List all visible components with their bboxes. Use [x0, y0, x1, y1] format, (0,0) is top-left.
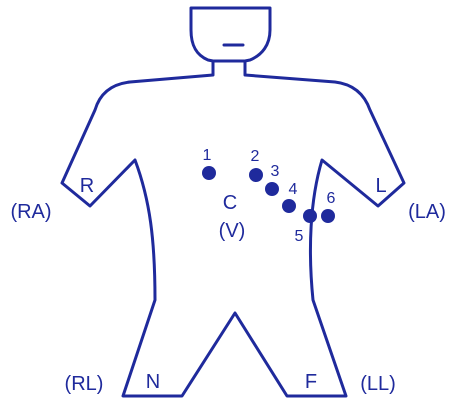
- electrode-number: 6: [327, 190, 336, 207]
- head-outline: [189, 6, 272, 63]
- left-leg-outer-label: (LL): [360, 373, 396, 395]
- right-arm-label: R: [80, 175, 94, 197]
- left-arm-label: L: [375, 175, 386, 197]
- left-arm-outer-label: (LA): [408, 201, 446, 223]
- electrode-number: 3: [271, 163, 280, 180]
- electrode-dot: [303, 209, 317, 223]
- right-leg-outer-label: (RL): [65, 373, 104, 395]
- electrode-1: 1: [202, 147, 216, 180]
- electrode-dot: [321, 209, 335, 223]
- electrode-dot: [249, 168, 263, 182]
- body-outline: [60, 61, 406, 398]
- electrode-number: 4: [289, 181, 298, 198]
- right-arm-outer-label: (RA): [10, 201, 51, 223]
- electrode-6: 6: [321, 190, 336, 223]
- electrode-dot: [202, 166, 216, 180]
- electrode-number: 5: [295, 228, 304, 245]
- electrode-number: 1: [203, 147, 212, 164]
- electrode-4: 4: [282, 181, 298, 213]
- electrode-3: 3: [265, 163, 280, 196]
- left-leg-label: F: [305, 371, 317, 393]
- center-label: C: [223, 192, 237, 214]
- right-leg-label: N: [146, 371, 160, 393]
- electrode-dot: [282, 199, 296, 213]
- electrode-5: 5: [295, 209, 317, 245]
- electrode-2: 2: [249, 148, 263, 182]
- center-sub-label: (V): [219, 220, 246, 242]
- electrode-dot: [265, 182, 279, 196]
- electrode-number: 2: [251, 148, 260, 165]
